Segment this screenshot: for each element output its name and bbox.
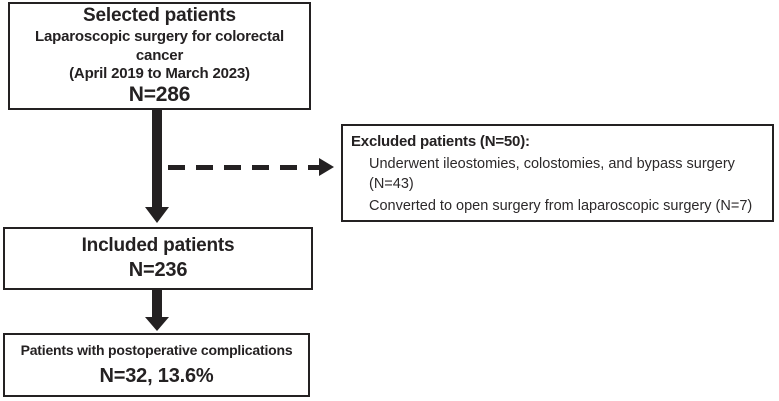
complications-count: N=32, 13.6% <box>99 364 214 387</box>
selected-patients-subtitle: Laparoscopic surgery for colorectal canc… <box>35 28 284 64</box>
excluded-patients-title: Excluded patients (N=50): <box>351 133 530 150</box>
included-patients-box: Included patients N=236 <box>3 227 313 290</box>
included-patients-title: Included patients <box>81 235 235 257</box>
included-patients-count: N=236 <box>128 258 188 281</box>
down-arrow-shaft-selected-to-included <box>152 110 162 207</box>
selected-patients-count: N=286 <box>128 83 191 107</box>
excluded-reason-item: Underwent ileostomies, colostomies, and … <box>369 156 735 193</box>
excluded-reason-item: Converted to open surgery from laparosco… <box>369 198 753 215</box>
complications-box: Patients with postoperative complication… <box>3 333 310 397</box>
down-arrow-shaft-included-to-complications <box>152 289 162 317</box>
dashed-arrow-shaft-to-excluded <box>168 165 320 170</box>
selected-patients-title: Selected patients <box>83 4 236 26</box>
complications-title: Patients with postoperative complication… <box>20 342 293 359</box>
excluded-patients-box: Excluded patients (N=50): Underwent ileo… <box>341 124 774 222</box>
dashed-arrow-head-icon <box>319 158 334 176</box>
down-arrow-head-icon <box>145 317 169 331</box>
selected-patients-box: Selected patients Laparoscopic surgery f… <box>8 2 311 110</box>
down-arrow-head-icon <box>145 207 169 223</box>
selected-patients-dates: (April 2019 to March 2023) <box>69 64 250 82</box>
